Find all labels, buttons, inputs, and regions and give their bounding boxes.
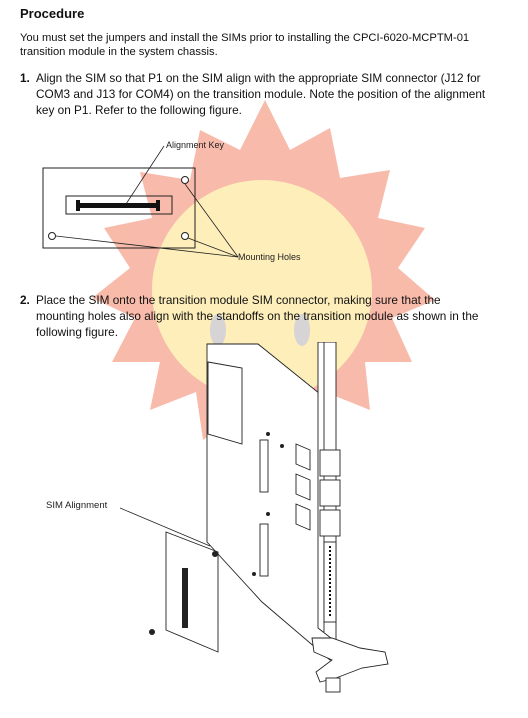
hole-3 <box>266 512 270 516</box>
mounting-hole-bottom-right <box>181 232 189 240</box>
intro-paragraph: You must set the jumpers and install the… <box>20 32 470 58</box>
upper-connector-block <box>207 361 243 445</box>
hole-4 <box>252 572 256 576</box>
figure-sim-alignment-key: Alignment Key Mounting Holes <box>42 140 301 262</box>
rj45-port-3 <box>319 509 341 537</box>
standoff-block-2 <box>295 473 311 501</box>
step-2-number: 2. <box>20 293 30 307</box>
hole-1 <box>266 432 270 436</box>
connector-p1-end-right <box>156 200 160 211</box>
rj45-port-2 <box>319 479 341 507</box>
ejector-handle <box>311 637 389 683</box>
step-2-text: Place the SIM onto the transition module… <box>36 293 479 339</box>
screw-bottom <box>149 629 155 635</box>
watermark-right-eye <box>294 314 310 346</box>
watermark-left-eye <box>210 314 226 346</box>
mounting-hole-leader-2 <box>55 235 239 258</box>
sim-connector-j13 <box>259 523 269 577</box>
sim-board-outline <box>42 167 196 249</box>
mounting-hole-bottom-left <box>48 232 56 240</box>
standoff-block-1 <box>295 443 311 471</box>
sim-alignment-label: SIM Alignment <box>46 500 108 511</box>
screw-top <box>212 551 218 557</box>
figure-sim-placement: SIM Alignment <box>46 342 389 693</box>
rj45-port-1 <box>319 449 341 477</box>
sim-alignment-leader <box>119 507 211 547</box>
connector-p1-body <box>78 203 158 208</box>
sim-module <box>165 531 219 653</box>
connector-p1-end-left <box>76 200 80 211</box>
standoff-block-3 <box>295 503 311 531</box>
sim-connector-j12 <box>259 439 269 493</box>
step-1: 1. Align the SIM so that P1 on the SIM a… <box>20 70 500 120</box>
hole-2 <box>280 444 284 448</box>
step-1-text: Align the SIM so that P1 on the SIM alig… <box>36 71 486 117</box>
connector-p1-outline <box>65 195 173 215</box>
sim-p1-connector <box>182 568 188 628</box>
mounting-hole-leader-1 <box>184 183 239 258</box>
handle-latch <box>325 677 341 693</box>
mounting-holes-label: Mounting Holes <box>238 252 301 262</box>
alignment-key-leader <box>125 145 165 205</box>
step-2: 2. Place the SIM onto the transition mod… <box>20 292 500 342</box>
mounting-hole-leader-3 <box>187 237 239 258</box>
procedure-heading: Procedure <box>20 6 85 21</box>
alignment-key-label: Alignment Key <box>166 140 225 150</box>
mounting-hole-top-right <box>181 176 189 184</box>
step-1-number: 1. <box>20 71 30 85</box>
